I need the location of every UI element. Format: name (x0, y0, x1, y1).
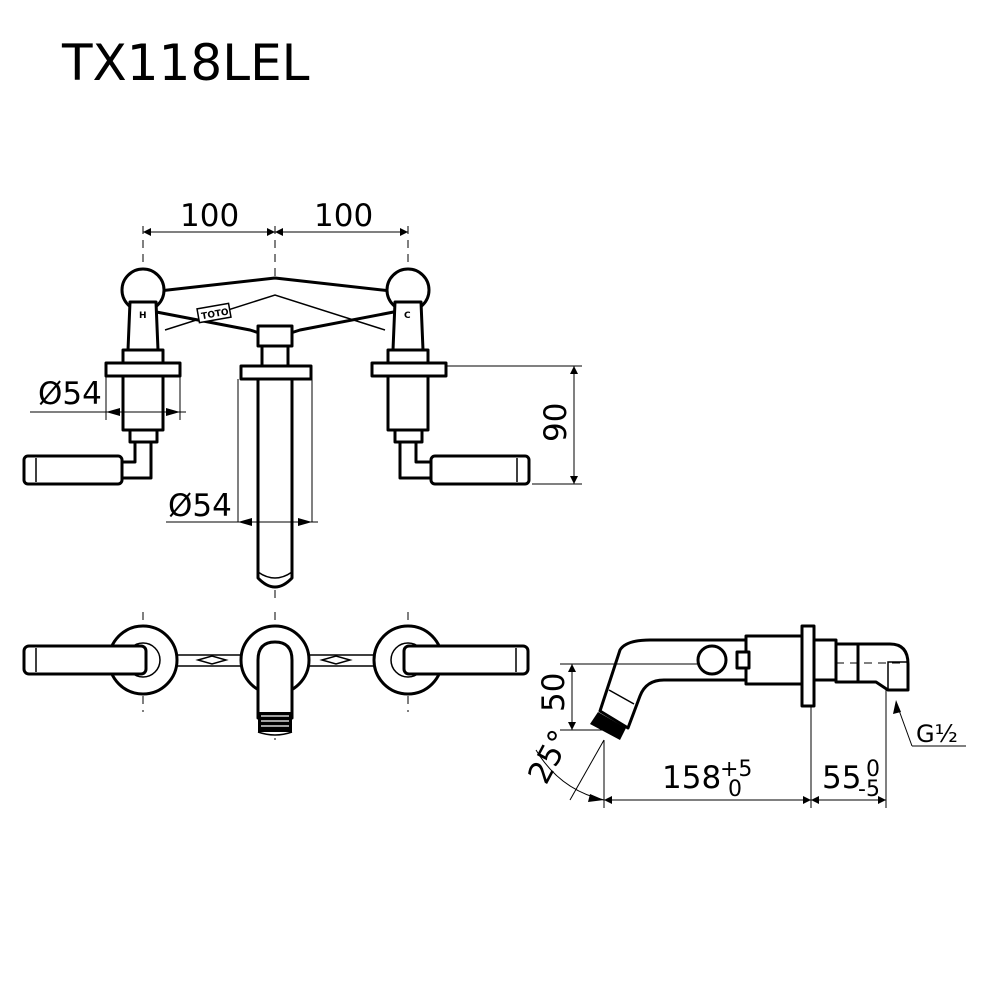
dim-handle-diameter: Ø54 (38, 376, 102, 412)
top-view (22, 612, 530, 740)
dim-spout-height: 50 (536, 673, 572, 712)
dim-spout-diameter: Ø54 (168, 488, 232, 524)
thread-callout: G½ (916, 720, 958, 748)
hot-mark: H (139, 311, 147, 321)
front-view: TOTO H C 100 100 (22, 198, 582, 600)
dim-height: 90 (538, 403, 574, 442)
dim-angle: 25° (521, 724, 579, 789)
dim-depth-value: 55 (822, 760, 861, 796)
side-view: 50 25° 158 +5 0 55 0 -5 G½ (521, 624, 966, 808)
dim-projection-tol-lower: 0 (728, 777, 742, 802)
brand-plate (196, 302, 232, 324)
dim-width-left: 100 (180, 198, 239, 234)
dim-projection-value: 158 (662, 760, 721, 796)
dim-projection-tol-upper: +5 (720, 757, 752, 782)
model-title: TX118LEL (61, 34, 310, 92)
dim-depth-tol-upper: 0 (866, 757, 880, 782)
cold-mark: C (404, 311, 411, 321)
brand-mark: TOTO (201, 307, 230, 322)
dim-width-right: 100 (314, 198, 373, 234)
dim-depth-tol-lower: -5 (858, 777, 880, 802)
